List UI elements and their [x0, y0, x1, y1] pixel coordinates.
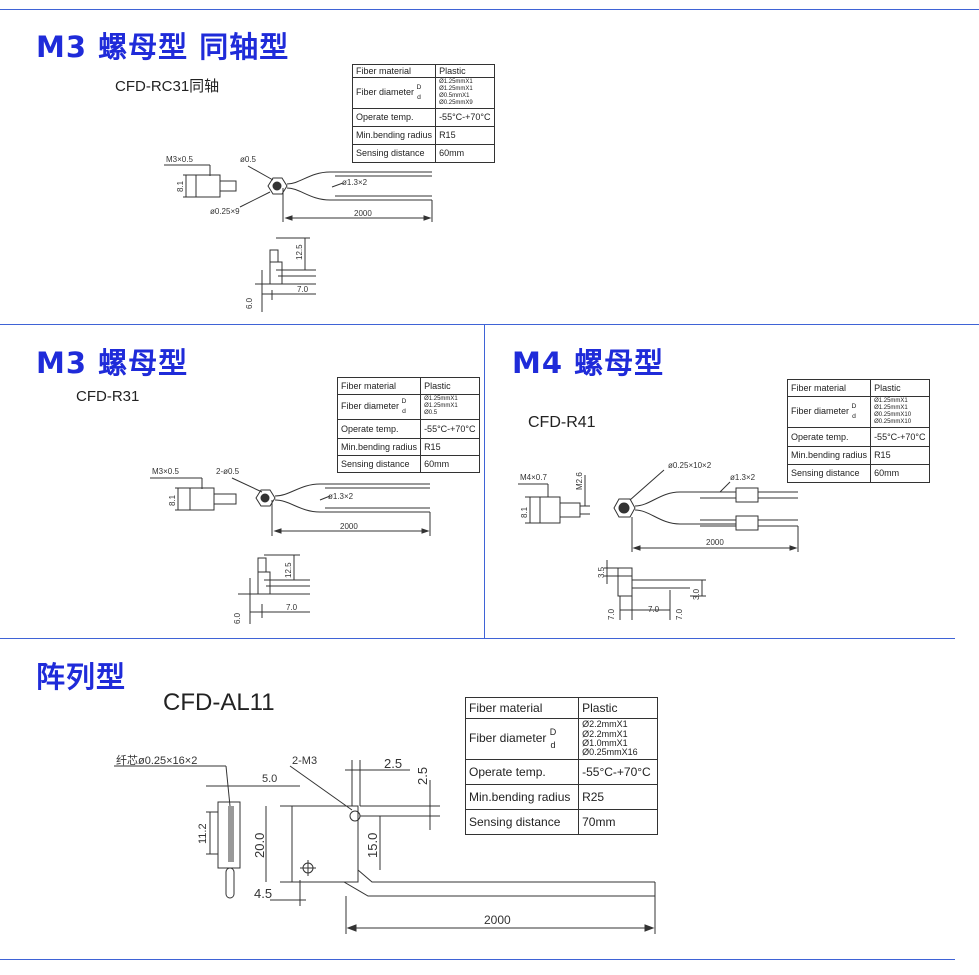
cores-label: ø0.25×10×2	[668, 461, 712, 470]
spec-label: Fiber material	[336, 377, 422, 395]
length-label: 2000	[340, 522, 358, 531]
thread-label: M4×0.7	[520, 473, 547, 482]
section-divider-1	[0, 324, 979, 325]
hex-label: 8.1	[520, 506, 529, 518]
spec-value: Plastic	[435, 64, 495, 78]
section-title-array: 阵列型	[36, 660, 127, 694]
length-label: 2000	[484, 913, 511, 927]
fiber-label: ø1.3×2	[328, 492, 354, 501]
spec-label: Fiber material	[464, 697, 580, 719]
base-label: 6.0	[233, 612, 242, 624]
length-label: 2000	[354, 209, 372, 218]
m26-label: M2.6	[575, 472, 584, 490]
base-label: 7.0	[607, 608, 616, 620]
spec-value: Ø1.25mmX1 Ø1.25mmX1 Ø0.25mmX10 Ø0.25mmX1…	[870, 396, 930, 428]
fiber-label: ø1.3×2	[342, 178, 368, 187]
length-label: 2000	[706, 538, 724, 547]
spec-value: 60mm	[420, 454, 480, 473]
spec-value: Plastic	[420, 377, 480, 395]
model-name: CFD-RC31同轴	[115, 78, 220, 95]
spec-value: -55°C-+70°C	[578, 758, 658, 785]
spec-value: 70mm	[578, 808, 658, 835]
height-label: 3.5	[597, 566, 606, 578]
d25b-label: 2.5	[415, 767, 430, 785]
spec-label: Sensing distance	[786, 463, 872, 483]
holes-label: 2-M3	[292, 755, 317, 767]
section-title-m3: M3 螺母型	[36, 346, 189, 380]
spec-label: Min.bending radius	[464, 783, 580, 810]
height-label: 12.5	[284, 562, 293, 578]
hex-label: 8.1	[176, 180, 185, 192]
section-title-m4: M4 螺母型	[512, 346, 665, 380]
core-label: 2-ø0.5	[216, 467, 240, 476]
section-divider-2	[0, 638, 955, 639]
width-side-label: 7.0	[675, 608, 684, 620]
model-name: CFD-R31	[76, 388, 140, 405]
column-divider	[484, 324, 485, 638]
width-label: 7.0	[297, 285, 309, 294]
spec-value: 60mm	[870, 463, 930, 483]
width-label: 7.0	[286, 603, 298, 612]
width-label: 7.0	[648, 605, 660, 614]
cores-label: 纤芯ø0.25×16×2	[116, 753, 197, 767]
spec-label: Operate temp.	[464, 758, 580, 785]
spec-value: Ø2.2mmX1 Ø2.2mmX1 Ø1.0mmX1 Ø0.25mmX16	[578, 718, 658, 760]
top-divider	[0, 9, 979, 10]
d50-label: 5.0	[262, 773, 277, 785]
spec-value: Ø1.25mmX1 Ø1.25mmX1 Ø0.5mmX1 Ø0.25mmX9	[435, 77, 495, 109]
spec-value: 60mm	[435, 143, 495, 163]
model-name: CFD-R41	[528, 414, 596, 431]
spec-value: Plastic	[870, 379, 930, 397]
bottom-divider	[0, 959, 955, 960]
model-name: CFD-AL11	[163, 689, 275, 716]
spec-value: R25	[578, 783, 658, 810]
hex-label: 8.1	[168, 494, 177, 506]
spec-value: Ø1.25mmX1 Ø1.25mmX1 Ø0.5	[420, 394, 480, 420]
d150-label: 15.0	[365, 833, 380, 858]
thread-label: M3×0.5	[166, 155, 193, 164]
thread-label: M3×0.5	[152, 467, 179, 476]
d25a-label: 2.5	[384, 756, 402, 771]
cores-label: ø0.25×9	[210, 207, 240, 216]
section-title-m3-coaxial: M3 螺母型 同轴型	[36, 30, 290, 64]
spec-value: -55°C-+70°C	[870, 426, 930, 447]
base-label: 6.0	[245, 297, 254, 309]
height-label: 12.5	[295, 244, 304, 260]
side-label: 3.0	[692, 588, 701, 600]
spec-value: Plastic	[578, 697, 658, 719]
d45-label: 4.5	[254, 886, 272, 901]
core-label: ø0.5	[240, 155, 257, 164]
fiber-label: ø1.3×2	[730, 473, 756, 482]
spec-label: Sensing distance	[464, 808, 580, 835]
d200-label: 20.0	[252, 833, 267, 858]
d112-label: 11.2	[197, 823, 209, 844]
